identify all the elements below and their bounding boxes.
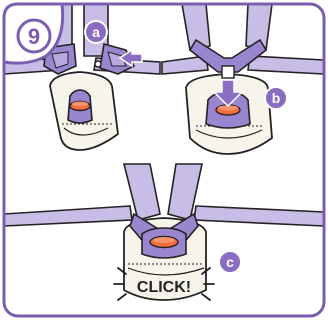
panel-c bbox=[4, 163, 324, 301]
panel-b bbox=[161, 4, 324, 155]
click-burst-lines bbox=[113, 267, 215, 301]
left-waist-belt bbox=[161, 55, 209, 75]
left-shoulder-strap bbox=[181, 4, 211, 51]
right-waist-belt bbox=[193, 205, 324, 227]
step-number: 9 bbox=[28, 24, 40, 49]
label-a: a bbox=[92, 24, 100, 40]
label-b: b bbox=[272, 90, 281, 106]
label-badge-c: c bbox=[218, 250, 242, 274]
label-badge-b: b bbox=[264, 86, 288, 110]
right-waist-belt bbox=[247, 55, 324, 75]
label-c: c bbox=[226, 254, 234, 270]
insert-down-arrow-icon bbox=[212, 79, 244, 108]
label-badge-a: a bbox=[84, 20, 108, 44]
left-shoulder-strap bbox=[122, 163, 161, 221]
joined-buckle-tongues bbox=[188, 38, 268, 73]
push-arrow-icon bbox=[118, 48, 143, 68]
diagram-frame bbox=[2, 2, 326, 318]
left-waist-belt bbox=[4, 205, 133, 227]
step-badge: 9 bbox=[2, 2, 65, 65]
click-sound-text: CLICK! bbox=[137, 279, 191, 296]
buckle-pin bbox=[94, 60, 102, 68]
